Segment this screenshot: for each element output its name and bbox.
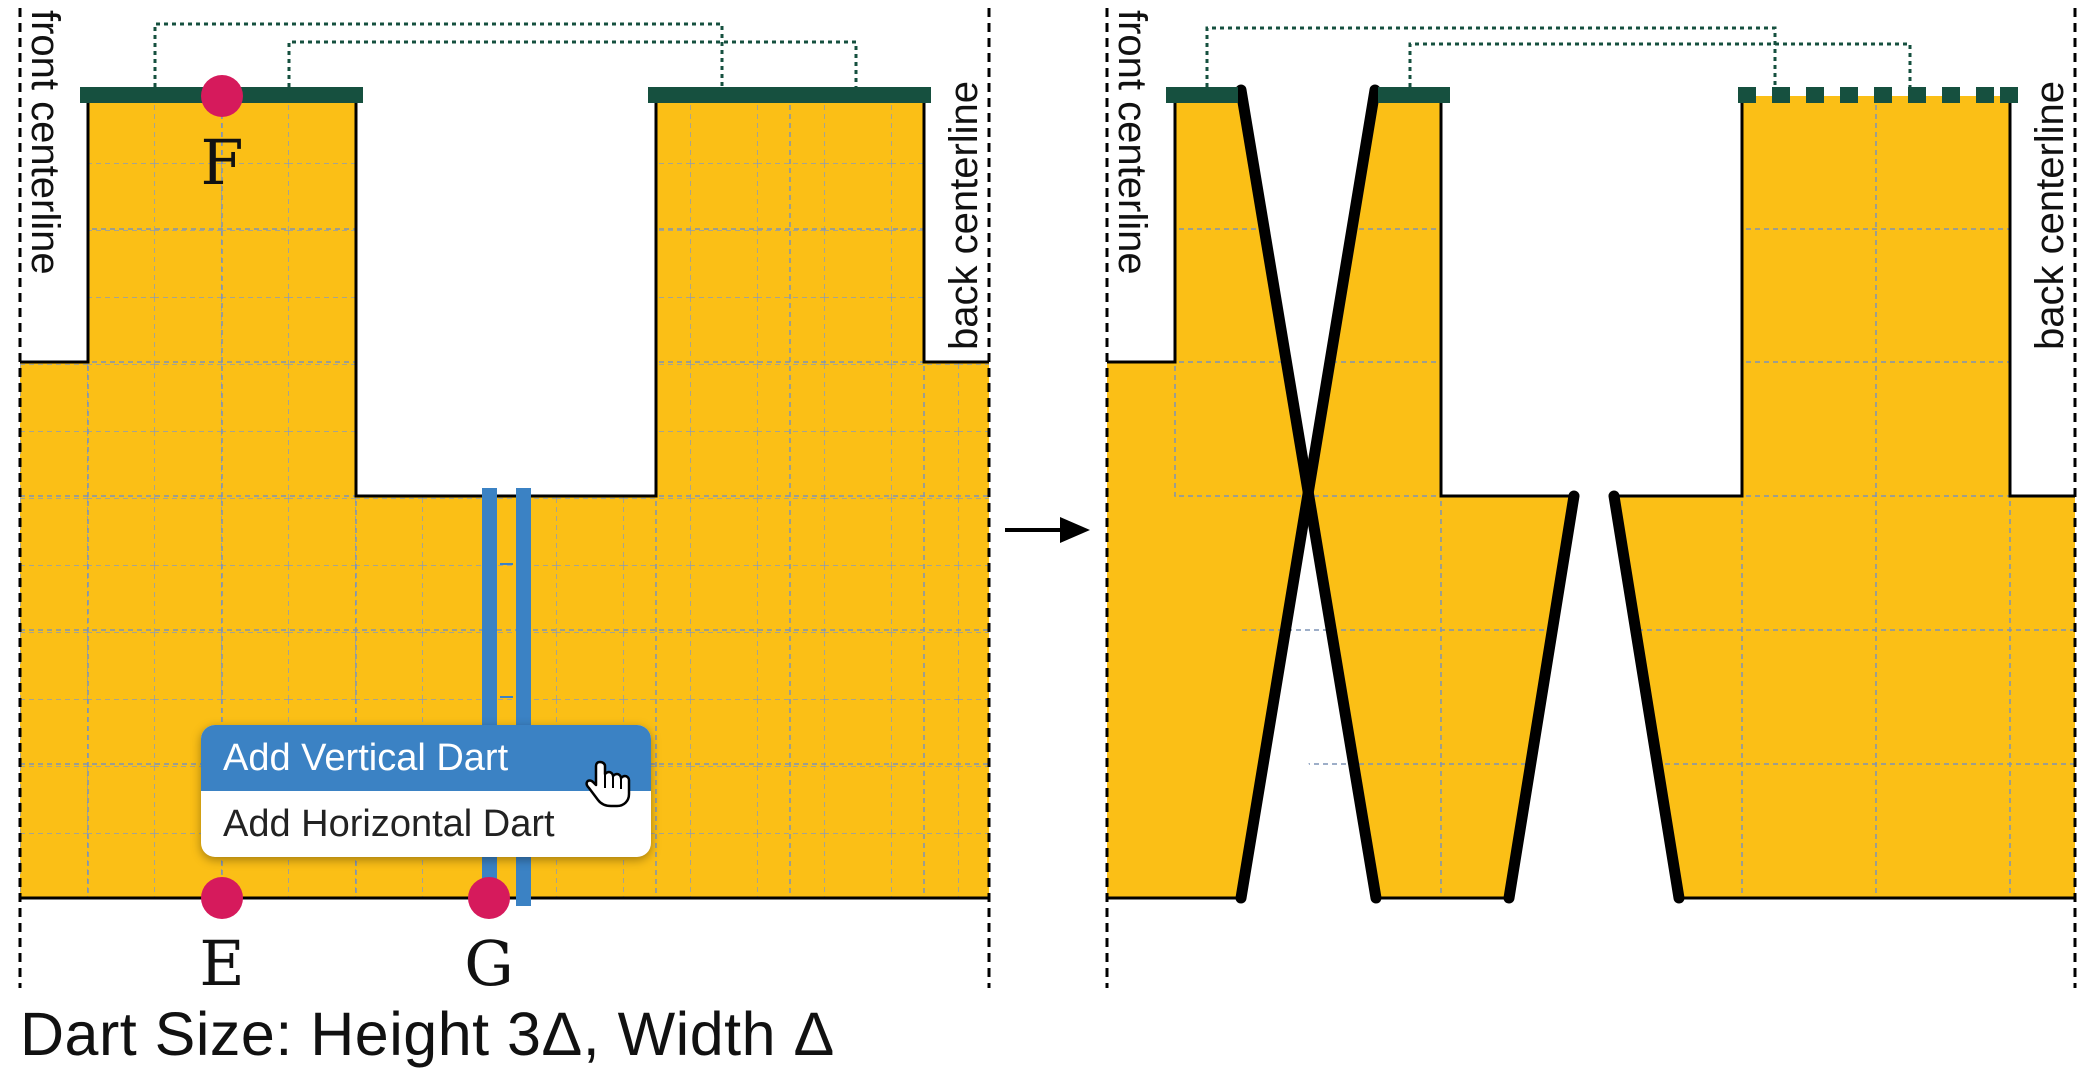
menu-item-label: Add Vertical Dart bbox=[223, 737, 509, 779]
dart-size-caption: Dart Size: Height 3Δ, Width Δ bbox=[20, 1000, 835, 1068]
closed-dart-edges bbox=[1235, 84, 1685, 904]
back-centerline-label-left: back centerline bbox=[942, 81, 986, 350]
right-pattern: front centerline back centerline bbox=[1105, 8, 2077, 988]
point-f-marker[interactable] bbox=[201, 75, 243, 117]
waist-seam-right-dashed bbox=[1738, 87, 2018, 103]
pointer-hand-icon bbox=[585, 760, 631, 808]
dart-context-menu: Add Vertical Dart Add Horizontal Dart bbox=[201, 725, 651, 857]
point-e-marker[interactable] bbox=[201, 877, 243, 919]
front-centerline-label-left: front centerline bbox=[23, 10, 67, 275]
point-f-label: F bbox=[200, 126, 243, 199]
right-outline bbox=[1107, 96, 2075, 900]
menu-item-add-horizontal-dart[interactable]: Add Horizontal Dart bbox=[201, 791, 651, 857]
left-pattern: F E G front centerline back centerline bbox=[18, 8, 991, 1000]
front-centerline-label-right: front centerline bbox=[1110, 10, 1154, 275]
point-g-marker[interactable] bbox=[468, 877, 510, 919]
seam-match-lines bbox=[153, 22, 858, 87]
menu-item-label: Add Horizontal Dart bbox=[223, 803, 555, 845]
left-outline bbox=[20, 96, 989, 900]
right-fabric-right bbox=[1614, 96, 2075, 898]
right-fabric-left bbox=[1107, 96, 1574, 898]
point-g-label: G bbox=[464, 927, 514, 1000]
point-e-label: E bbox=[199, 927, 244, 1000]
waist-seam-right-2 bbox=[1378, 87, 1450, 103]
waist-seam-right-1 bbox=[1166, 87, 1238, 103]
waist-seam-back bbox=[648, 87, 931, 103]
seam-match-lines-right bbox=[1205, 26, 1912, 87]
back-centerline-label-right: back centerline bbox=[2028, 81, 2072, 350]
menu-item-add-vertical-dart[interactable]: Add Vertical Dart bbox=[201, 725, 651, 791]
arrow-right-icon bbox=[1005, 517, 1090, 543]
